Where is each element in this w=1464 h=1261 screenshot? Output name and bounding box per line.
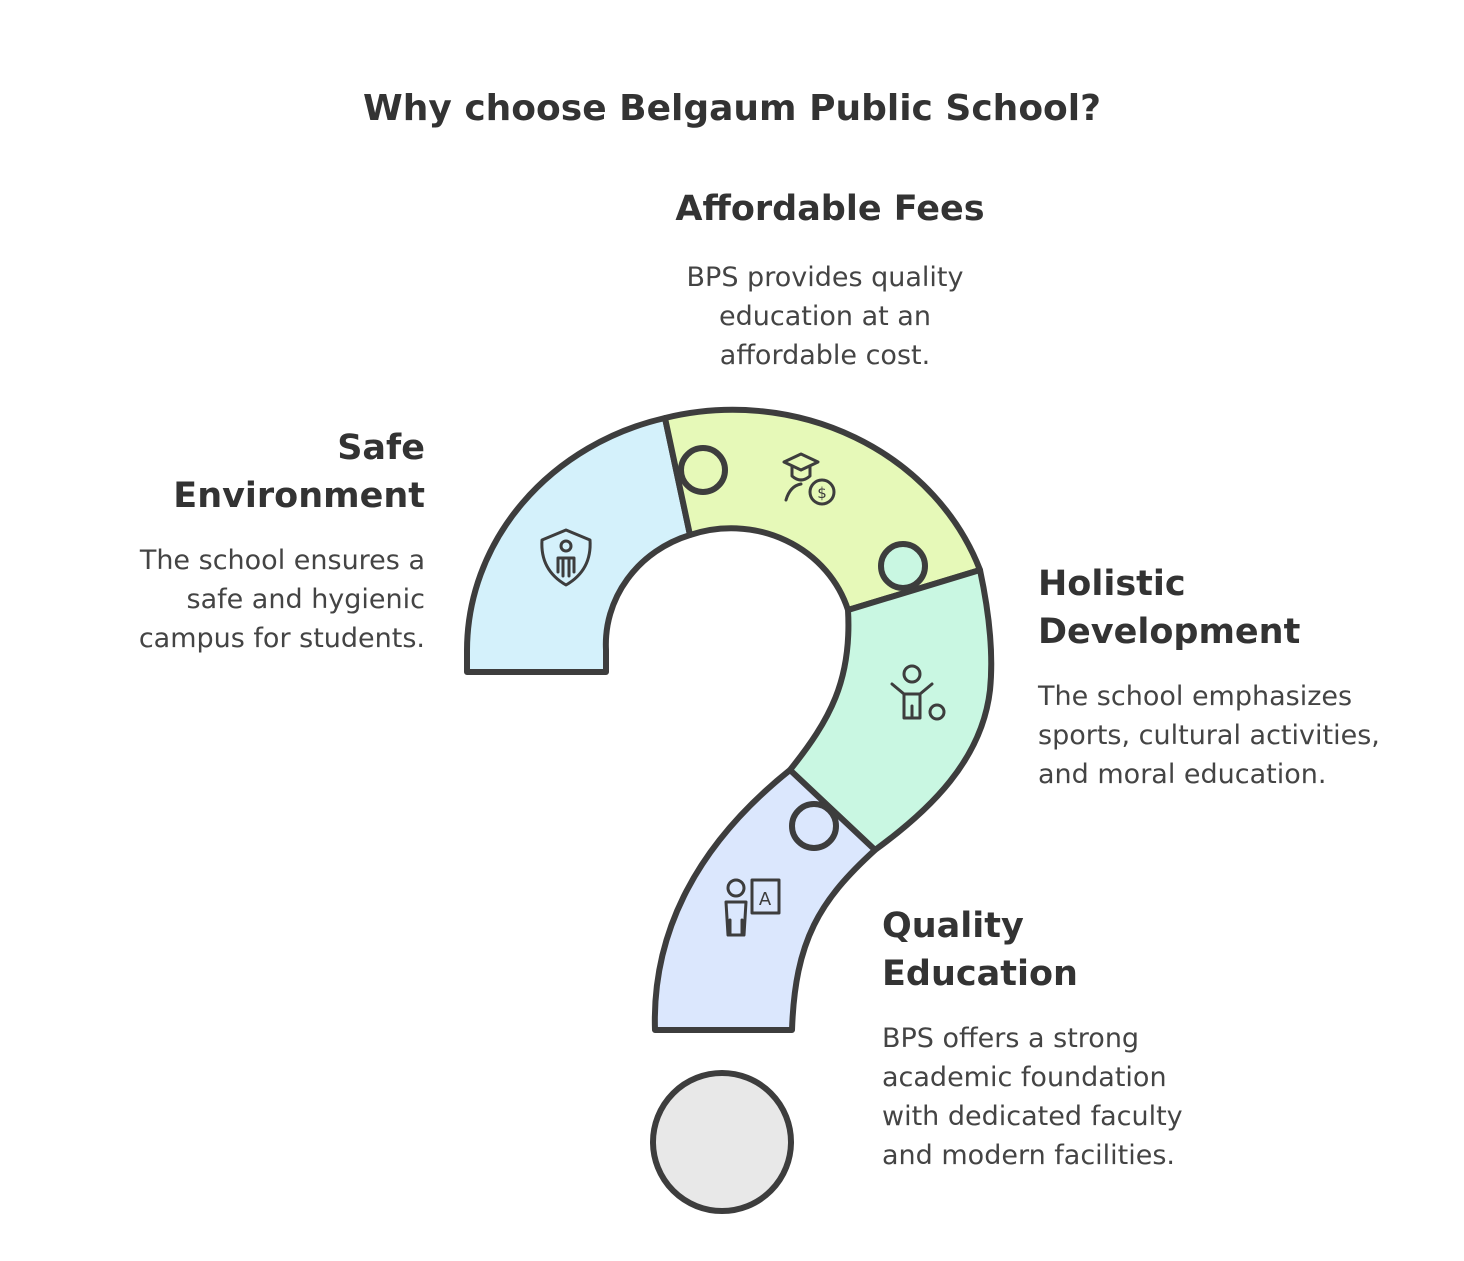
heading-safe-environment: Safe Environment (173, 428, 425, 516)
heading-quality-education: Quality Education (882, 906, 1078, 994)
text-safe-environment: The school ensures a safe and hygienic c… (138, 545, 425, 654)
segment-affordable-fees (662, 406, 983, 613)
board-letter: A (759, 889, 772, 910)
text-quality-education: BPS offers a strong academic foundation … (882, 1023, 1183, 1171)
question-mark-dot (650, 1070, 794, 1214)
puzzle-knob (678, 445, 728, 495)
segment-holistic-development (787, 567, 995, 853)
teacher-board-icon (724, 878, 781, 937)
heading-affordable-fees: Affordable Fees (675, 189, 985, 229)
text-holistic-development: The school emphasizes sports, cultural a… (1038, 681, 1380, 790)
child-ball-icon (890, 664, 946, 721)
diagram-title: Why choose Belgaum Public School? (363, 88, 1101, 129)
segment-safe-environment (464, 415, 693, 675)
puzzle-knob (878, 541, 928, 591)
text-affordable-fees: BPS provides quality education at an aff… (686, 262, 964, 371)
svg-text:$: $ (817, 484, 827, 502)
heading-holistic-development: Holistic Development (1038, 564, 1301, 652)
graduate-dollar-icon: $ (782, 452, 836, 506)
puzzle-knob (789, 801, 839, 851)
shield-person-icon (540, 528, 592, 587)
